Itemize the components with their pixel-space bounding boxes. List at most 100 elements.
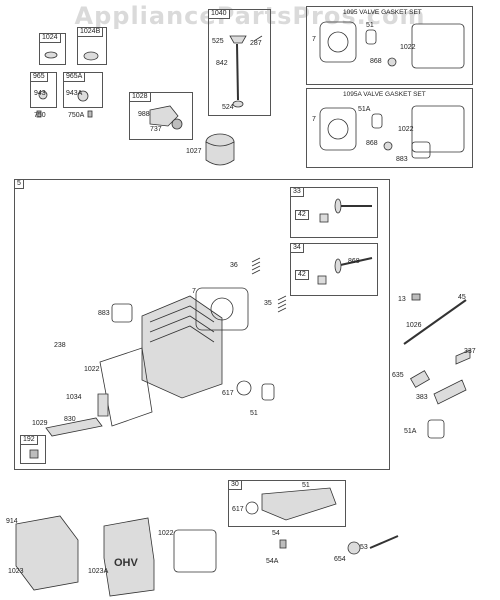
oring-617b — [245, 501, 259, 515]
pushrod-part — [236, 43, 239, 101]
label-35: 35 — [264, 300, 272, 307]
label-53: 53 — [360, 544, 368, 551]
knob-965-tag: 965 — [30, 72, 48, 82]
bracket-383-part — [433, 379, 467, 405]
gasket-set-label-51: 51 — [366, 22, 374, 29]
gasket-set-a-label-868: 868 — [366, 140, 378, 147]
label-36: 36 — [230, 262, 238, 269]
cylinder-head-fins — [149, 305, 215, 343]
intake-valve-tag: 34 — [290, 243, 304, 253]
stud-53-part — [369, 535, 399, 549]
label-943: 943 — [34, 90, 46, 97]
pushrod-set-box: 1040 — [208, 9, 271, 116]
label-238: 238 — [54, 342, 66, 349]
head-gasket-part — [195, 287, 249, 331]
label-617b: 617 — [232, 506, 244, 513]
valve-gasket-set-title: 1095 VALVE GASKET SET — [343, 9, 422, 16]
screw-750-part — [36, 110, 42, 118]
oil-filter-adapter-box: 1028 — [129, 92, 193, 140]
seal-868-1 — [387, 57, 397, 67]
gasket-51a-2 — [371, 113, 383, 129]
label-654: 654 — [334, 556, 346, 563]
gasket-set-label-7: 7 — [312, 36, 316, 43]
cylinder-head-box: 5 — [14, 179, 390, 470]
intake-manifold-box: 30 — [228, 480, 346, 527]
exhaust-valve-tag: 33 — [290, 187, 304, 197]
gasket-set-a-label-883: 883 — [396, 156, 408, 163]
dipstick-tube-part — [403, 299, 467, 345]
label-1023a: 1023A — [88, 568, 109, 575]
gasket-51-part — [261, 383, 275, 401]
label-13: 13 — [398, 296, 406, 303]
label-1029: 1029 — [32, 420, 48, 427]
label-750: 750 — [34, 112, 46, 119]
cylinder-head-part — [141, 295, 223, 399]
label-617: 617 — [222, 390, 234, 397]
label-337: 337 — [464, 348, 476, 355]
screw-54-part — [279, 539, 287, 549]
screen-box: 1024 — [39, 33, 66, 65]
spring-36 — [251, 257, 261, 275]
gasket-set-a-label-51a: 51A — [358, 106, 371, 113]
screen-tag: 1024 — [39, 33, 61, 43]
knob-965-box: 965 — [30, 72, 57, 108]
label-524: 524 — [222, 104, 234, 111]
knob-part — [38, 90, 48, 100]
knob-965a-box: 965A — [63, 72, 103, 108]
label-750a: 750A — [68, 112, 85, 119]
spacer-part — [29, 449, 39, 459]
nut-654-part — [347, 541, 361, 555]
screen-part — [44, 51, 58, 59]
gasket-set-a-label-1022: 1022 — [398, 126, 414, 133]
knob-965a-tag: 965A — [63, 72, 86, 82]
spark-plug-part — [455, 349, 471, 365]
label-287: 287 — [250, 40, 262, 47]
screen-b-tag: 1024B — [77, 27, 104, 37]
oring-617 — [236, 380, 252, 396]
label-1034: 1034 — [66, 394, 82, 401]
label-54a: 54A — [266, 558, 279, 565]
label-45: 45 — [458, 294, 466, 301]
gasket-set-label-868: 868 — [370, 58, 382, 65]
cap-part — [229, 35, 247, 44]
label-1022b: 1022 — [158, 530, 174, 537]
breather-tube-part — [45, 417, 103, 437]
intake-valve-box: 34 42 — [290, 243, 378, 296]
intake-manifold-part — [261, 487, 337, 521]
screen-b-box: 1024B — [77, 27, 107, 65]
label-635: 635 — [392, 372, 404, 379]
label-54: 54 — [272, 530, 280, 537]
label-1027: 1027 — [186, 148, 202, 155]
boot-635-part — [410, 370, 430, 388]
valve-gasket-set-box: 1095 VALVE GASKET SET — [306, 6, 473, 85]
pushrod-set-tag: 1040 — [208, 9, 230, 19]
label-7: 7 — [192, 288, 196, 295]
head-gasket-2-bore — [327, 118, 349, 140]
cover-gasket-2 — [411, 105, 465, 153]
bolt-13-part — [411, 293, 421, 301]
label-868: 868 — [348, 258, 360, 265]
gasket-883-part — [111, 303, 133, 323]
gasket-51-1 — [365, 29, 377, 45]
label-1022: 1022 — [84, 366, 100, 373]
breather-part — [97, 393, 109, 417]
cover-gasket-1 — [411, 23, 465, 69]
screw-750a-part — [87, 110, 93, 118]
rocker-cover-1023 — [15, 515, 79, 591]
intake-valve-stem — [335, 257, 373, 267]
rocker-cover-1023a — [103, 517, 155, 597]
valve-gasket-set-a-title: 1095A VALVE GASKET SET — [343, 91, 426, 98]
label-1023: 1023 — [8, 568, 24, 575]
head-gasket-1-bore — [327, 31, 349, 53]
spacer-box: 192 — [20, 435, 46, 464]
head-gasket-bore — [210, 297, 234, 321]
intake-valve-head — [334, 258, 342, 274]
oil-filter-body — [205, 141, 235, 166]
label-943a: 943A — [66, 90, 83, 97]
screen-b-part — [83, 51, 99, 61]
label-51a: 51A — [404, 428, 417, 435]
head-gasket-1 — [319, 21, 357, 63]
label-883: 883 — [98, 310, 110, 317]
